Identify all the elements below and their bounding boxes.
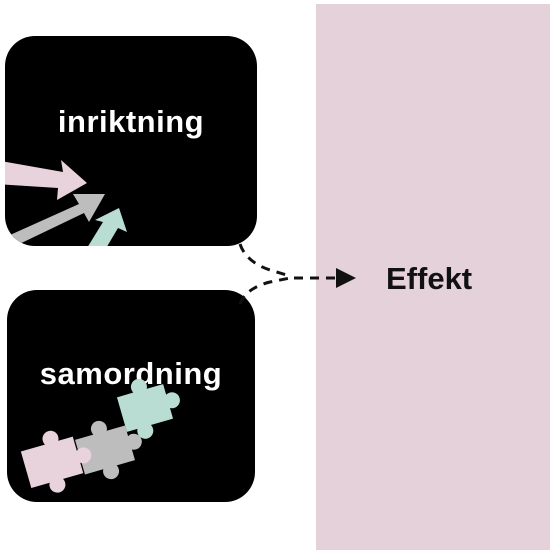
- inriktning-box: inriktning: [5, 36, 257, 246]
- samordning-label: samordning: [39, 356, 223, 391]
- samordning-box: samordning: [7, 290, 255, 502]
- direction-arrows-icon: [5, 160, 127, 246]
- effekt-label: Effekt: [386, 261, 473, 296]
- puzzle-pieces-icon: [20, 378, 180, 493]
- result-panel: [316, 4, 550, 550]
- inriktning-label: inriktning: [57, 104, 205, 139]
- arrowhead-icon: [336, 268, 356, 288]
